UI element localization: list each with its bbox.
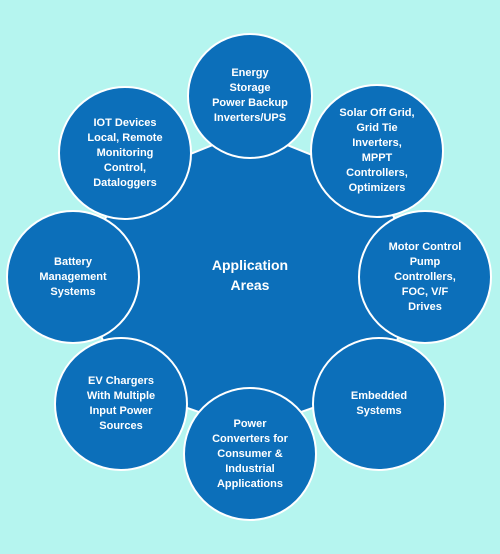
node-label: Embedded Systems — [350, 390, 408, 417]
node-energy-storage: Energy Storage Power Backup Inverters/UP… — [187, 33, 313, 159]
node-label: IOT Devices Local, Remote Monitoring Con… — [87, 116, 163, 189]
node-power-converters: Power Converters for Consumer & Industri… — [183, 387, 317, 521]
node-solar-inverters: Solar Off Grid, Grid Tie Inverters, MPPT… — [310, 84, 444, 218]
node-label: Solar Off Grid, Grid Tie Inverters, MPPT… — [339, 107, 415, 194]
center-title: Application Areas — [211, 257, 289, 293]
node-label: Motor Control Pump Controllers, FOC, V/F… — [388, 240, 462, 313]
node-motor-control: Motor Control Pump Controllers, FOC, V/F… — [358, 210, 492, 344]
node-label: EV Chargers With Multiple Input Power So… — [86, 375, 156, 432]
node-embedded-systems: Embedded Systems — [312, 337, 446, 471]
node-label: Energy Storage Power Backup Inverters/UP… — [212, 67, 288, 124]
node-label: Battery Management Systems — [39, 255, 107, 298]
node-iot-devices: IOT Devices Local, Remote Monitoring Con… — [58, 86, 192, 220]
node-label: Power Converters for Consumer & Industri… — [212, 417, 288, 490]
node-battery-management: Battery Management Systems — [6, 210, 140, 344]
node-ev-chargers: EV Chargers With Multiple Input Power So… — [54, 337, 188, 471]
